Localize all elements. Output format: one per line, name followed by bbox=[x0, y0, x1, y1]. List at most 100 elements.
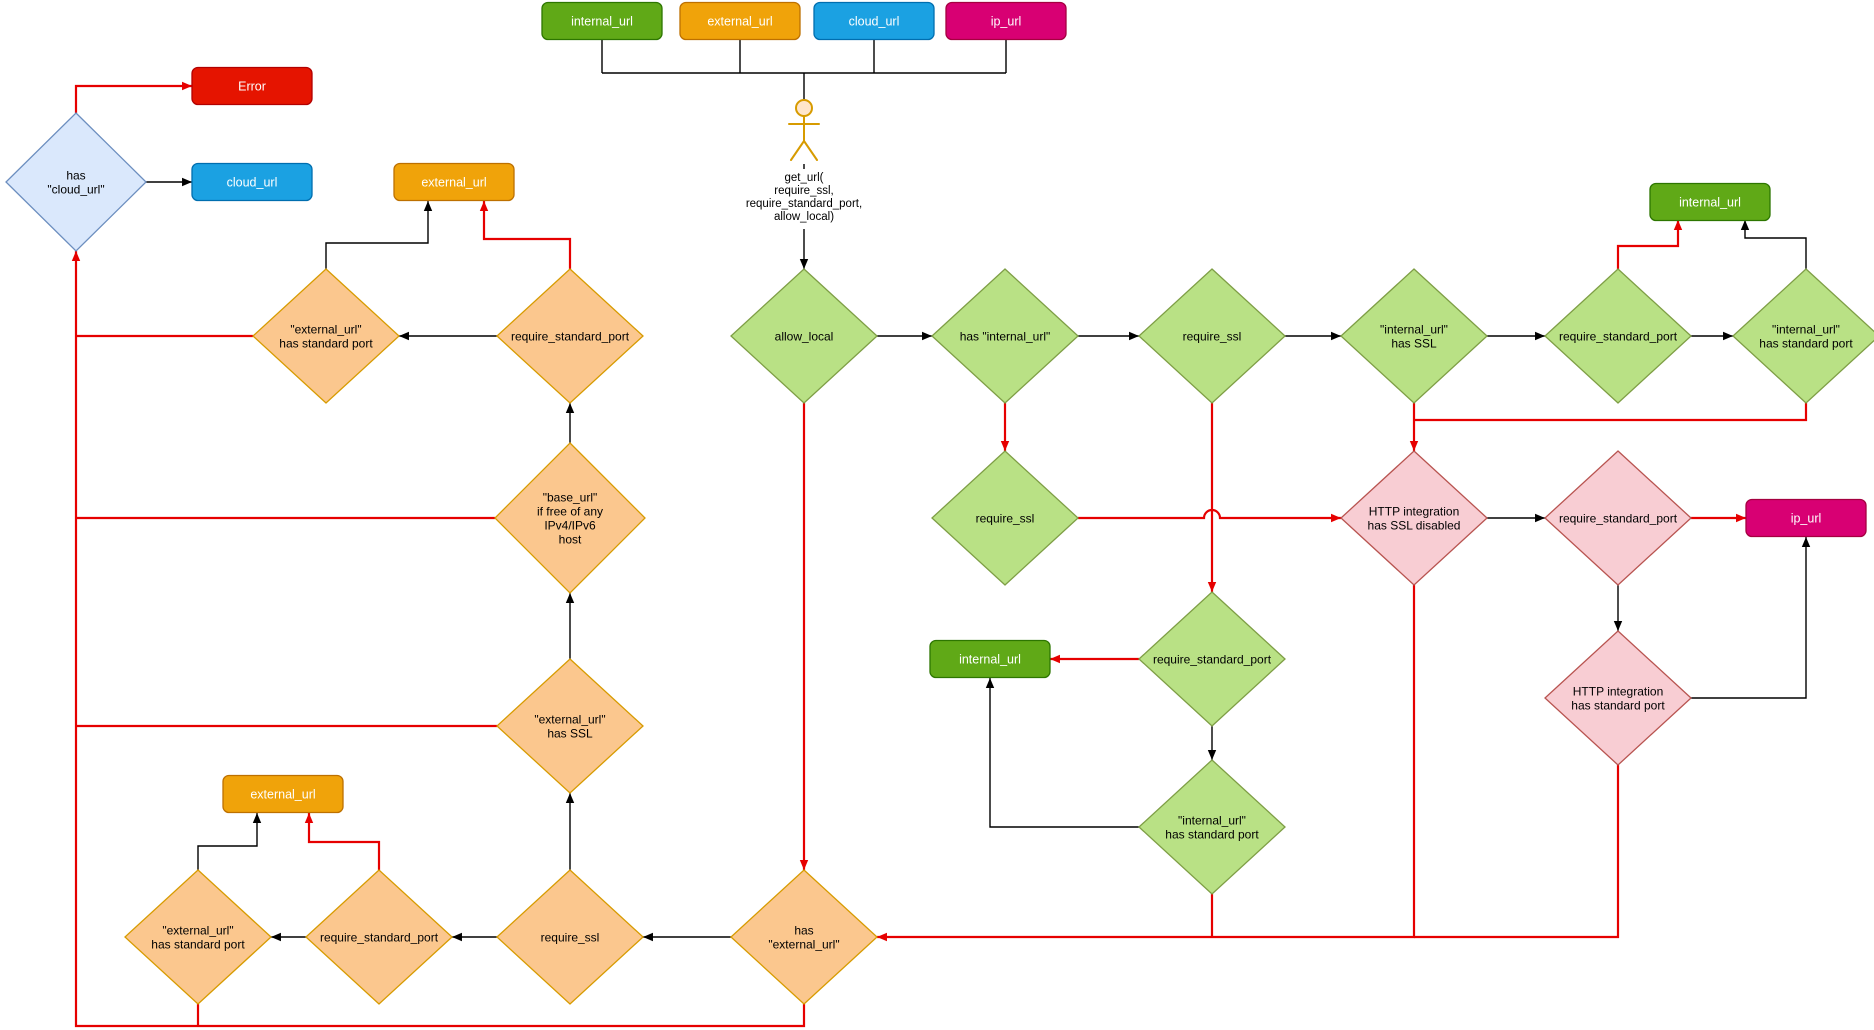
require-std-port-external-b-label: require_standard_port bbox=[320, 930, 439, 944]
node-internal-has-std-port-b: "internal_url"has standard port bbox=[1138, 759, 1286, 895]
result-cloud-shape bbox=[191, 162, 313, 202]
node-error-box: Error bbox=[191, 66, 313, 106]
node-result-external-lower: external_url bbox=[222, 774, 344, 814]
http-has-std-port-shape bbox=[1544, 630, 1692, 766]
node-external-has-std-port-b: "external_url"has standard port bbox=[124, 869, 272, 1005]
edge-has-std-ext-a-to-box bbox=[325, 201, 433, 269]
node-require-ssl-internal: require_ssl bbox=[1138, 268, 1286, 404]
result-external-lower-shape bbox=[222, 774, 344, 814]
node-result-ip: ip_url bbox=[1745, 498, 1867, 538]
result-ip-top-shape bbox=[945, 1, 1067, 41]
internal-has-std-port-a-label: "internal_url"has standard port bbox=[1759, 322, 1853, 350]
require-ssl-internal-label: require_ssl bbox=[1183, 329, 1242, 343]
external-has-ssl-label: "external_url"has SSL bbox=[534, 712, 605, 740]
allow-local-shape bbox=[730, 268, 878, 404]
require-std-port-http-shape bbox=[1544, 450, 1692, 586]
node-require-std-port-http: require_standard_port bbox=[1544, 450, 1692, 586]
external-has-std-port-a-label: "external_url"has standard port bbox=[279, 322, 373, 350]
has-cloud-url-label: has"cloud_url" bbox=[47, 168, 104, 196]
internal-has-std-port-b-shape bbox=[1138, 759, 1286, 895]
allow-local-label: allow_local bbox=[775, 329, 834, 343]
require-std-port-internal-b-shape bbox=[1138, 591, 1286, 727]
external-has-ssl-shape bbox=[496, 658, 644, 794]
result-internal-top-shape bbox=[541, 1, 663, 41]
edge-http-std-to-ip bbox=[1691, 537, 1811, 699]
require-std-port-internal-b-label: require_standard_port bbox=[1153, 652, 1272, 666]
node-external-has-std-port-a: "external_url"has standard port bbox=[252, 268, 400, 404]
error-box-shape bbox=[191, 66, 313, 106]
require-std-port-external-a-shape bbox=[496, 268, 644, 404]
result-cloud-label: cloud_url bbox=[227, 175, 278, 189]
http-ssl-disabled-shape bbox=[1340, 450, 1488, 586]
require-ssl-external-shape bbox=[496, 869, 644, 1005]
node-require-std-port-external-a: require_standard_port bbox=[496, 268, 644, 404]
result-external-top-label: external_url bbox=[707, 14, 772, 28]
require-std-port-internal-label: require_standard_port bbox=[1559, 329, 1678, 343]
require-ssl-noint-label: require_ssl bbox=[976, 511, 1035, 525]
require-std-port-external-a-label: require_standard_port bbox=[511, 329, 630, 343]
node-has-external-url: has"external_url" bbox=[730, 869, 878, 1005]
node-require-std-port-internal: require_standard_port bbox=[1544, 268, 1692, 404]
edge-require-std-ext-b-to-box bbox=[304, 813, 381, 870]
node-result-ip-top: ip_url bbox=[945, 1, 1067, 41]
result-internal-right-shape bbox=[1649, 182, 1771, 222]
node-result-internal-mid: internal_url bbox=[929, 639, 1051, 679]
result-external-top-shape bbox=[679, 1, 801, 41]
edge-http-ssl-fail-to-has-external bbox=[877, 585, 1416, 942]
edge-has-std-a-fail-merge bbox=[1414, 403, 1808, 422]
node-internal-has-std-port-a: "internal_url"has standard port bbox=[1732, 268, 1874, 404]
node-require-std-port-external-b: require_standard_port bbox=[305, 869, 453, 1005]
node-require-std-port-internal-b: require_standard_port bbox=[1138, 591, 1286, 727]
edge-require-ssl-noint-to-http bbox=[1078, 508, 1341, 523]
edge-http-std-fail-merge bbox=[1414, 765, 1620, 939]
node-result-cloud-top: cloud_url bbox=[813, 1, 935, 41]
node-require-ssl-noint: require_ssl bbox=[931, 450, 1079, 586]
require-std-port-external-b-shape bbox=[305, 869, 453, 1005]
edge-has-cloud-fail-to-error bbox=[74, 81, 192, 113]
result-cloud-top-label: cloud_url bbox=[849, 14, 900, 28]
require-ssl-internal-shape bbox=[1138, 268, 1286, 404]
node-allow-local: allow_local bbox=[730, 268, 878, 404]
external-has-std-port-b-label: "external_url"has standard port bbox=[151, 923, 245, 951]
internal-has-ssl-shape bbox=[1340, 268, 1488, 404]
has-cloud-url-shape bbox=[5, 112, 147, 252]
actor-get-url: get_url(require_ssl,require_standard_por… bbox=[738, 99, 870, 229]
has-external-url-label: has"external_url" bbox=[768, 923, 839, 951]
result-external-lower-label: external_url bbox=[250, 787, 315, 801]
edge-has-std-a-to-internal-box bbox=[1740, 220, 1807, 269]
result-internal-top-label: internal_url bbox=[571, 14, 633, 28]
node-result-external-upper: external_url bbox=[393, 162, 515, 202]
has-internal-url-label: has "internal_url" bbox=[960, 329, 1051, 343]
node-result-external-top: external_url bbox=[679, 1, 801, 41]
node-internal-has-ssl: "internal_url"has SSL bbox=[1340, 268, 1488, 404]
node-result-internal-right: internal_url bbox=[1649, 182, 1771, 222]
require-ssl-noint-shape bbox=[931, 450, 1079, 586]
node-result-cloud: cloud_url bbox=[191, 162, 313, 202]
result-ip-shape bbox=[1745, 498, 1867, 538]
internal-has-std-port-b-label: "internal_url"has standard port bbox=[1165, 813, 1259, 841]
external-has-std-port-a-shape bbox=[252, 268, 400, 404]
require-ssl-external-label: require_ssl bbox=[541, 930, 600, 944]
edge-has-external-fail-to-cloud bbox=[71, 251, 806, 1028]
edge-require-std-ext-a-to-box bbox=[479, 201, 572, 269]
node-result-internal-top: internal_url bbox=[541, 1, 663, 41]
edge-has-std-ext-b-to-box bbox=[197, 813, 262, 870]
result-external-upper-shape bbox=[393, 162, 515, 202]
node-require-ssl-external: require_ssl bbox=[496, 869, 644, 1005]
internal-has-std-port-a-shape bbox=[1732, 268, 1874, 404]
has-internal-url-shape bbox=[931, 268, 1079, 404]
actor-body bbox=[788, 115, 820, 161]
error-box-label: Error bbox=[238, 79, 266, 93]
base-url-host-free-shape bbox=[494, 442, 646, 594]
has-external-url-shape bbox=[730, 869, 878, 1005]
actor-head bbox=[795, 99, 813, 117]
external-has-std-port-b-shape bbox=[124, 869, 272, 1005]
edge-has-std-b-to-internal-box bbox=[985, 678, 1139, 828]
